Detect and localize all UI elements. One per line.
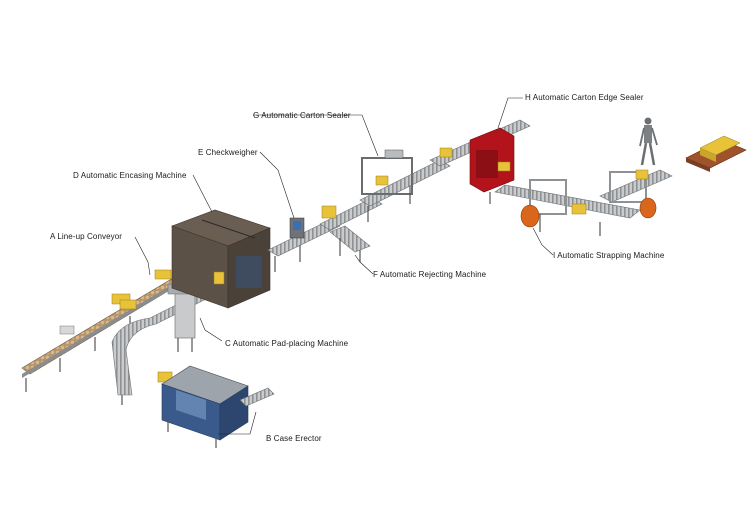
rejecting-machine — [319, 197, 383, 262]
label-g-carton-sealer: G Automatic Carton Sealer — [253, 111, 351, 120]
operator-figure — [639, 117, 658, 166]
line-up-conveyor — [21, 267, 199, 392]
label-f-rejecting: F Automatic Rejecting Machine — [373, 270, 487, 279]
pallet — [685, 135, 747, 172]
leader-lines — [134, 97, 554, 435]
label-b-case-erector: B Case Erector — [266, 434, 322, 443]
strapping-machine — [494, 169, 673, 236]
label-e-checkweigher: E Checkweigher — [198, 148, 258, 157]
label-i-strapping: I Automatic Strapping Machine — [553, 251, 665, 260]
label-d-encasing: D Automatic Encasing Machine — [73, 171, 187, 180]
label-c-pad-placing: C Automatic Pad-placing Machine — [225, 339, 349, 348]
label-h-edge-sealer: H Automatic Carton Edge Sealer — [525, 93, 644, 102]
encasing-machine — [171, 209, 271, 309]
label-a-line-up-conveyor: A Line-up Conveyor — [50, 232, 123, 241]
case-erector — [161, 365, 275, 448]
checkweigher — [267, 217, 341, 272]
carton-sealer — [359, 149, 451, 222]
carton-edge-sealer — [429, 119, 531, 204]
